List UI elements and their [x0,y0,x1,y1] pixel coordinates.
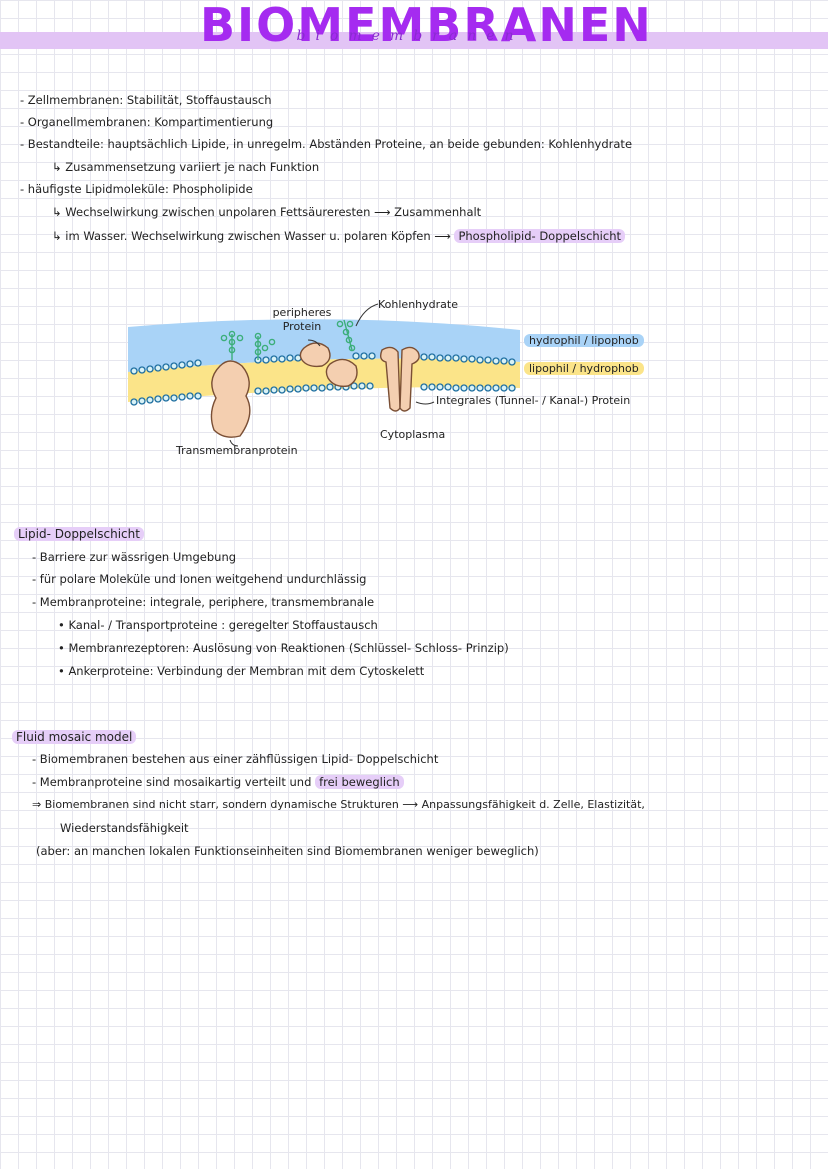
fluid-line-resistance: Wiederstandsfähigkeit [60,821,189,835]
pointer-integral [415,401,435,405]
integral-channel-protein [379,346,401,412]
lipid-line-membrane-proteins: - Membranproteine: integrale, periphere,… [32,595,375,609]
carbohydrate-chain-left [220,330,244,360]
pointer-peripheral [307,339,321,347]
fluid-line-viscous-bilayer: - Biomembranen bestehen aus einer zähflü… [32,752,439,766]
transmembrane-protein [210,360,251,438]
lipid-section-heading: Lipid- Doppelschicht [14,526,144,542]
fluid-section-heading: Fluid mosaic model [12,729,137,745]
label-carbohydrates: Kohlenhydrate [378,298,458,311]
intro-line-cell-membranes: - Zellmembranen: Stabilität, Stoffaustau… [20,93,272,107]
label-transmembrane-protein: Transmembranprotein [176,444,298,457]
label-lipophil: lipophil / hydrophob [524,362,644,375]
lipid-line-channel-proteins: • Kanal- / Transportproteine : geregelte… [58,618,378,632]
phospholipid-bilayer-highlight: Phospholipid- Doppelschicht [454,229,625,243]
peripheral-protein-left [299,342,331,368]
lipid-line-barrier: - Barriere zur wässrigen Umgebung [32,550,237,564]
label-peripheral-2: Protein [282,320,322,333]
integral-channel-protein-right [399,346,420,412]
freely-mobile-highlight: frei beweglich [315,775,404,789]
page-title-script: biomembranen [296,28,524,44]
label-peripheral-1: peripheres [272,306,332,319]
label-cytoplasm: Cytoplasma [380,428,446,441]
fluid-line-mosaic-proteins: - Membranproteine sind mosaikartig verte… [32,774,404,790]
page-title: BIOMEMBRANEN [200,0,653,52]
peripheral-protein-mid [325,358,358,388]
intro-line-interaction-fatty-acids: ↳ Wechselwirkung zwischen unpolaren Fett… [52,205,482,219]
pointer-transmembrane [229,439,239,447]
fluid-line-dynamic-structures: ⇒ Biomembranen sind nicht starr, sondern… [32,798,645,811]
water-interaction-text: ↳ im Wasser. Wechselwirkung zwischen Was… [52,229,455,243]
carbohydrate-chain-right [254,332,276,360]
intro-line-composition: ↳ Zusammensetzung variiert je nach Funkt… [52,160,320,174]
lower-lipid-heads [130,382,516,406]
lipid-line-receptors: • Membranrezeptoren: Auslösung von Reakt… [58,641,509,655]
intro-line-components: - Bestandteile: hauptsächlich Lipide, in… [20,137,633,151]
title-highlight-band [0,32,828,49]
intro-line-lipids: - häufigste Lipidmoleküle: Phospholipide [20,182,253,196]
intro-line-water-interaction: ↳ im Wasser. Wechselwirkung zwischen Was… [52,228,625,244]
pointer-carbohydrates [355,303,379,327]
fluid-line-exception: (aber: an manchen lokalen Funktionseinhe… [36,844,539,858]
label-integral-protein: Integrales (Tunnel- / Kanal-) Protein [436,394,631,407]
lipid-line-impermeable: - für polare Moleküle und Ionen weitgehe… [32,572,367,586]
intro-line-organelle-membranes: - Organellmembranen: Kompartimentierung [20,115,274,129]
upper-lipid-heads [130,352,516,375]
label-hydrophil: hydrophil / lipophob [524,334,644,347]
carbohydrate-chain-top [336,319,356,352]
membrane-diagram [128,303,520,447]
lipid-line-anchor-proteins: • Ankerproteine: Verbindung der Membran … [58,664,425,678]
